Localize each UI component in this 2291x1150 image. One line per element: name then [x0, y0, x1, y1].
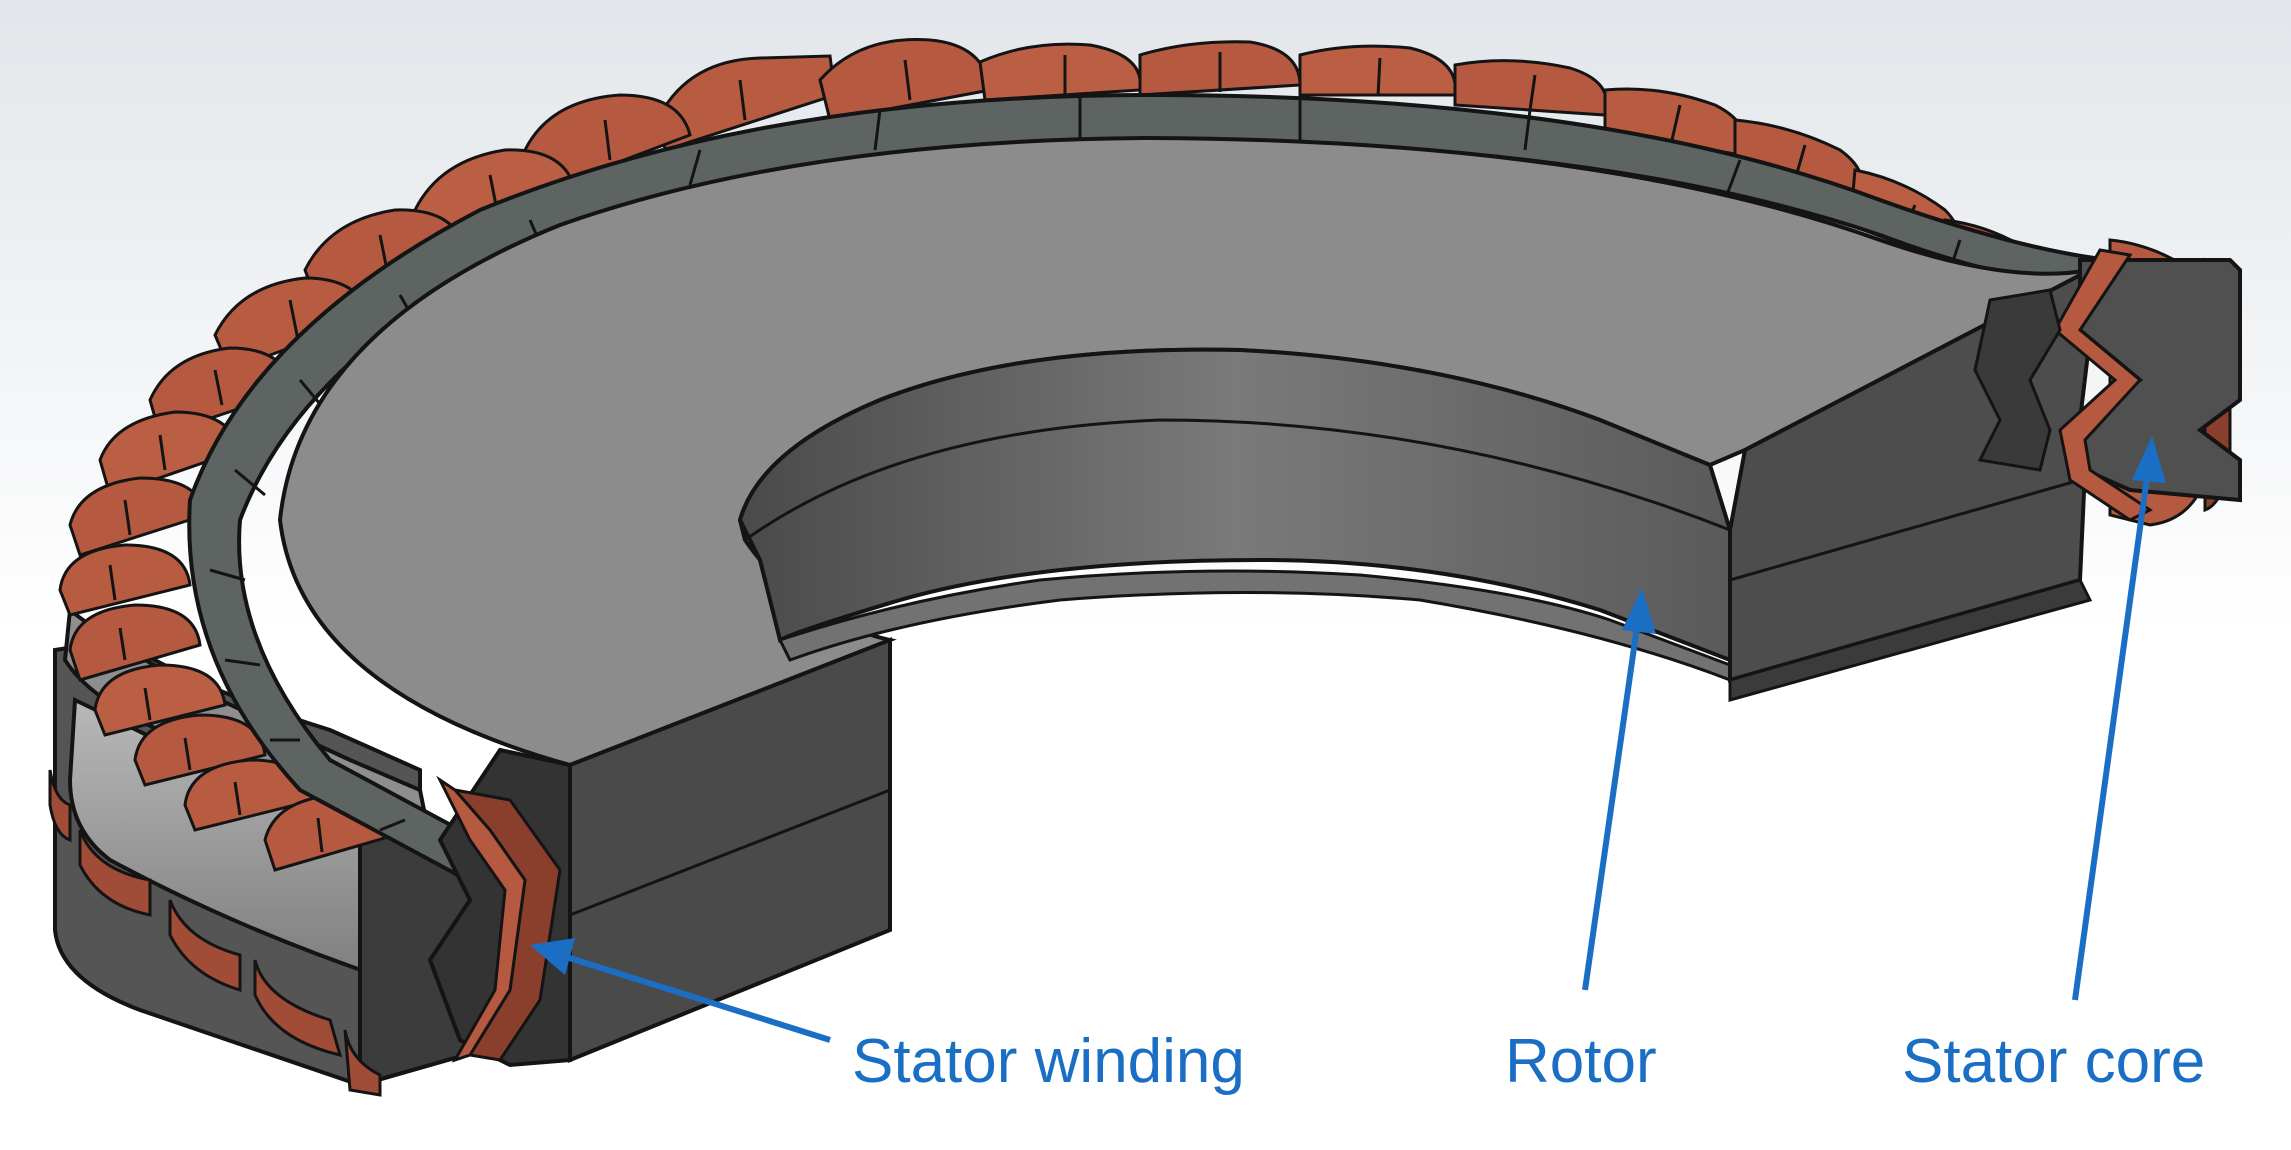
rotor-label: Rotor	[1505, 1027, 1657, 1096]
rotor-inner-seam	[744, 418, 1731, 542]
rotor-right-bottom	[1728, 578, 2093, 702]
stator-winding-label: Stator winding	[852, 1027, 1245, 1096]
left-coil-cut-outer	[436, 775, 527, 1063]
stator-core-arrowhead	[2132, 436, 2166, 483]
magnet-segments	[209, 98, 1962, 832]
rotor-front-seam	[569, 788, 891, 917]
stator-winding-arrow	[559, 952, 831, 1043]
magnet-ring	[187, 92, 2113, 933]
rotor-right-seam	[1729, 478, 2081, 582]
stator-core-label: Stator core	[1902, 1027, 2205, 1096]
rotor-inner-wall	[737, 347, 1732, 663]
stator-core-arrow	[2072, 469, 2151, 1001]
annotations	[530, 436, 2166, 1043]
rotor-arrowhead	[1622, 588, 1656, 634]
right-magnet-cut	[1973, 288, 2062, 472]
rotor-arrow	[1582, 619, 1641, 991]
right-coil-chevron	[2053, 248, 2153, 522]
stator-winding-arrowhead	[530, 938, 575, 975]
